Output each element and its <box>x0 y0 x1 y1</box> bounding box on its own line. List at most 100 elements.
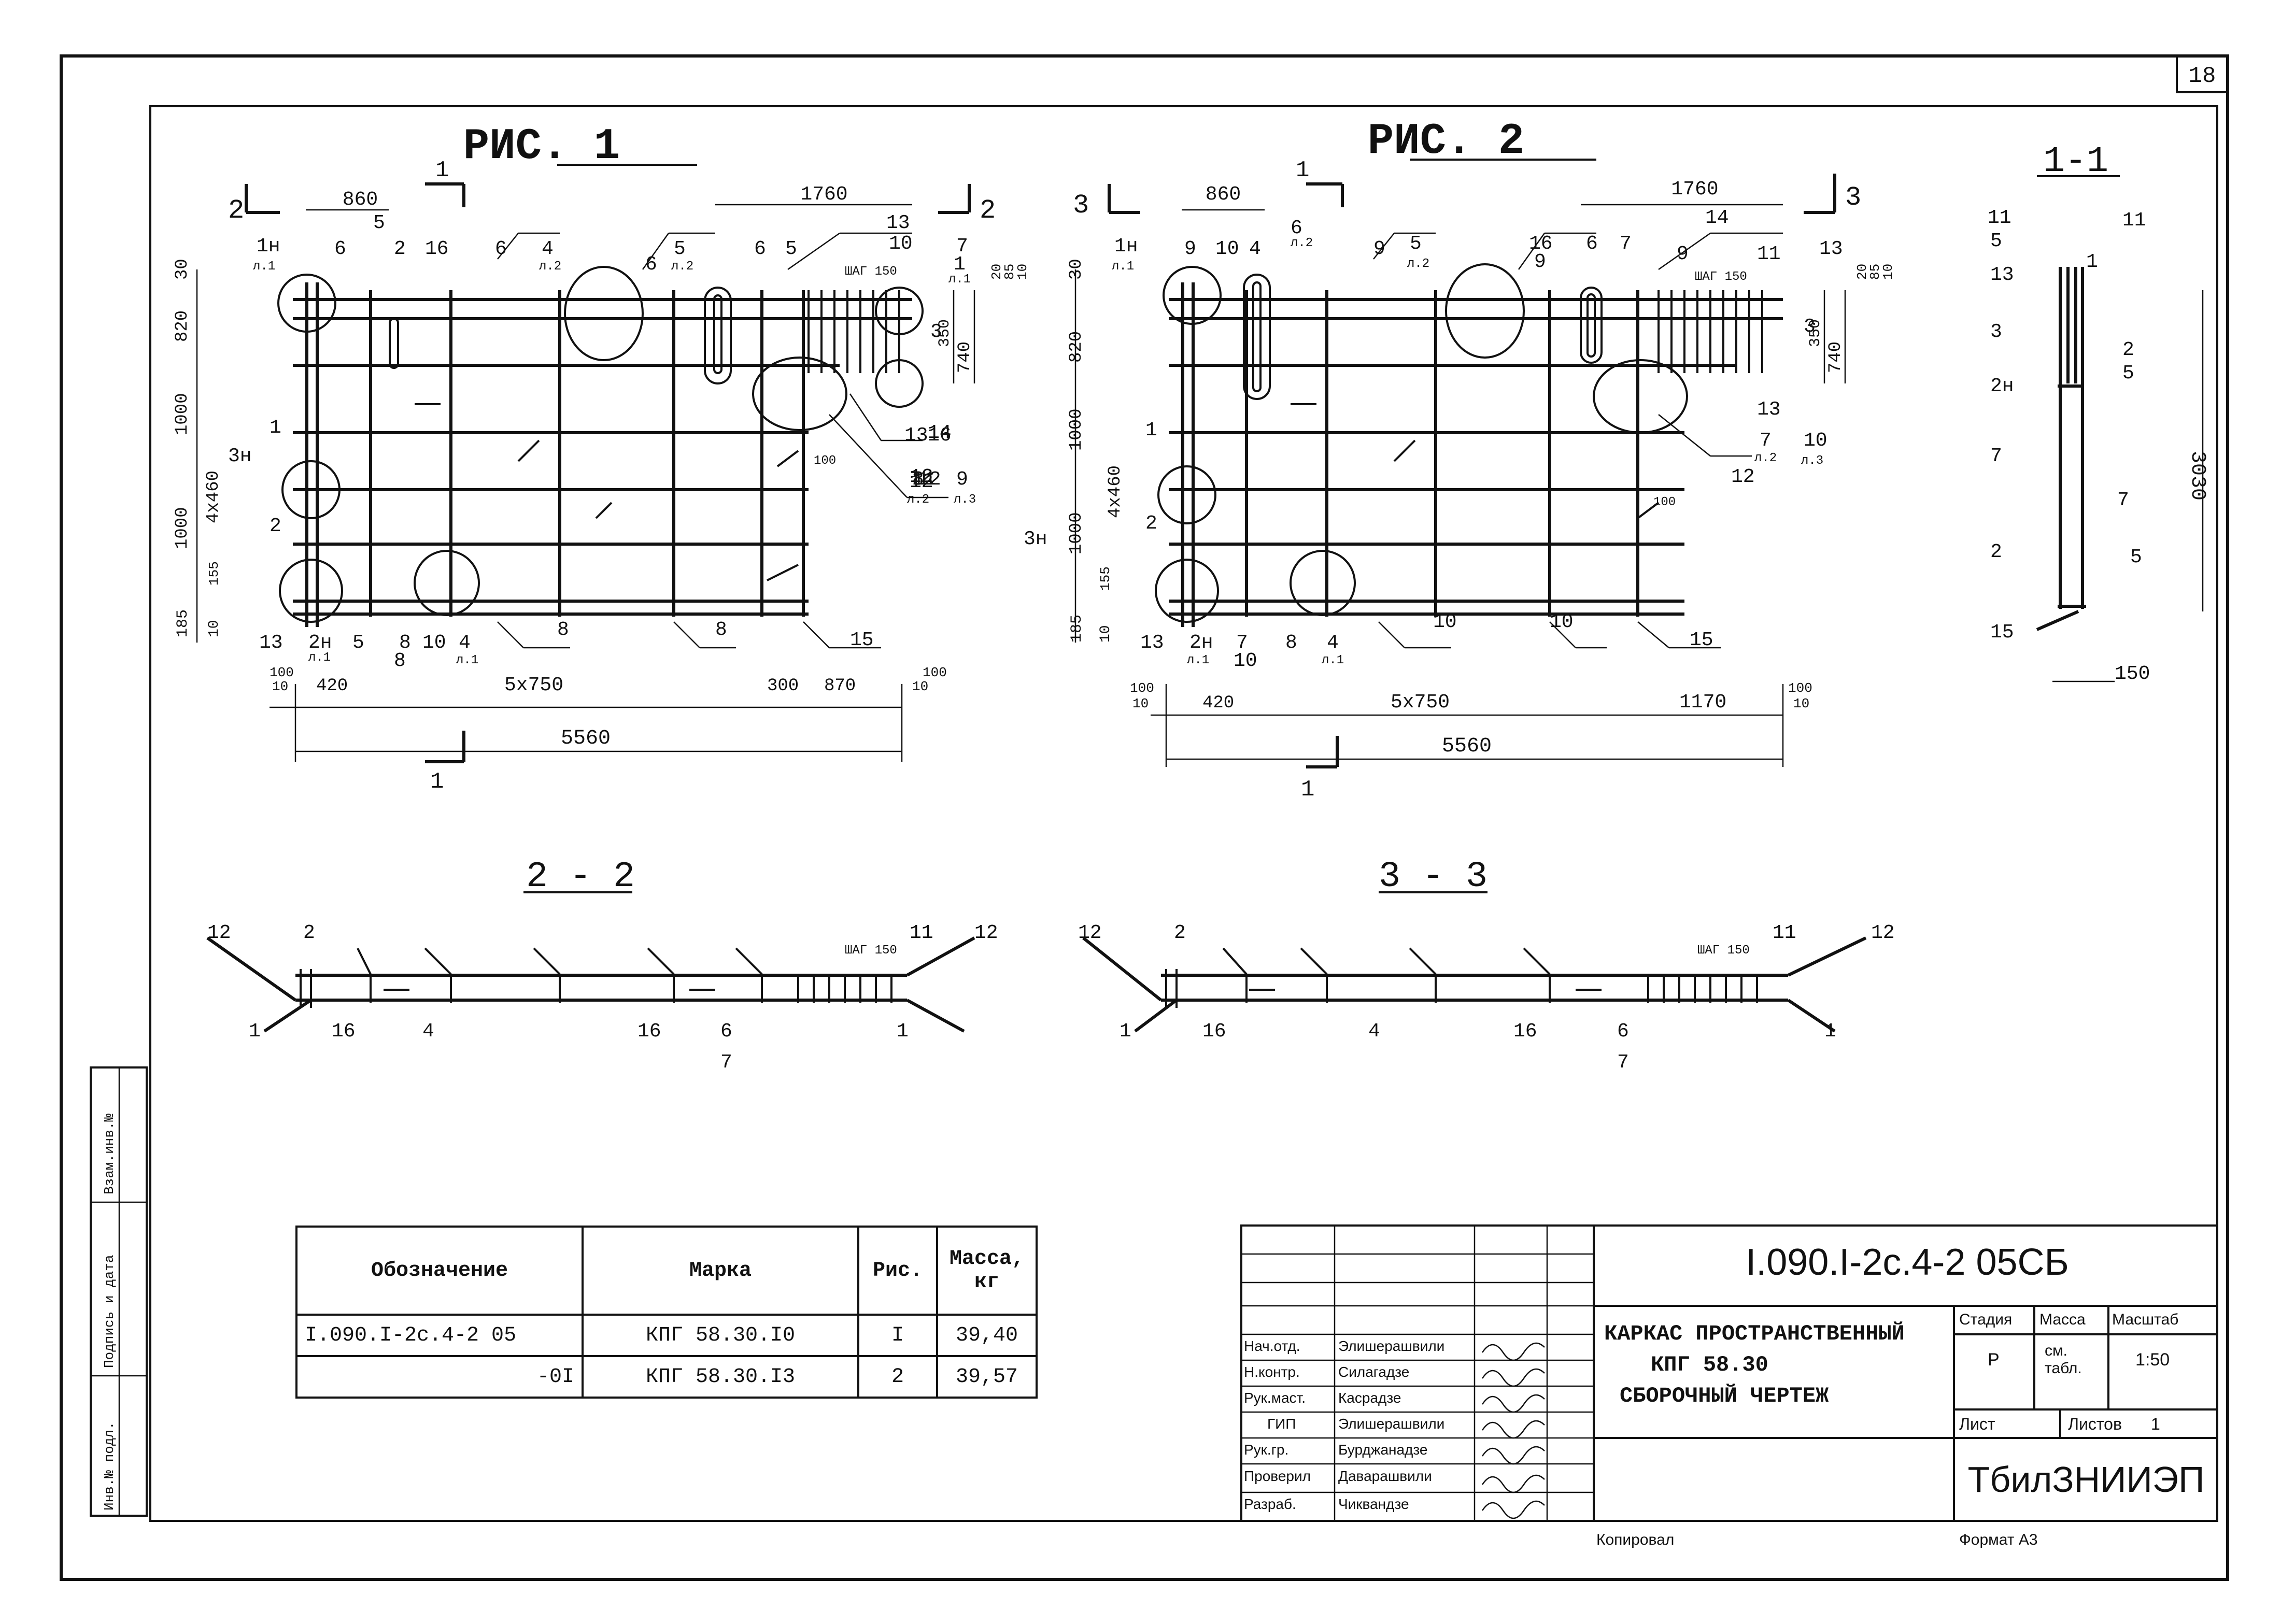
sec33-pitch: ШАГ 150 <box>1697 944 1750 958</box>
svg-text:2: 2 <box>1145 512 1157 535</box>
svg-text:16: 16 <box>1202 1020 1226 1043</box>
fig1-cut-2-left: 2 <box>228 195 244 226</box>
svg-text:6: 6 <box>1617 1020 1629 1043</box>
svg-text:л.2: л.2 <box>907 493 929 507</box>
spec-cell: -0I <box>295 1355 584 1399</box>
svg-text:л.1: л.1 <box>948 273 971 287</box>
fig2-dim-10: 10 <box>1098 625 1114 643</box>
svg-text:7: 7 <box>720 1051 732 1074</box>
svg-text:16: 16 <box>332 1020 356 1043</box>
sec33-ties <box>1165 947 1758 1008</box>
svg-text:4: 4 <box>1368 1020 1380 1043</box>
stamp-inv-podl: Инв.№ подл. <box>102 1421 117 1511</box>
svg-text:5: 5 <box>1990 230 2002 252</box>
fig2-dim-r10: 10 <box>1880 264 1896 280</box>
svg-text:6: 6 <box>495 238 507 260</box>
svg-text:9: 9 <box>1677 243 1689 265</box>
svg-text:6: 6 <box>334 238 346 260</box>
svg-text:1н: 1н <box>1114 235 1138 258</box>
sec22-pitch: ШАГ 150 <box>845 944 897 958</box>
svg-text:13: 13 <box>1757 398 1781 421</box>
svg-text:9: 9 <box>1534 251 1546 273</box>
svg-text:4: 4 <box>1249 238 1261 260</box>
svg-text:10: 10 <box>1234 650 1257 672</box>
svg-text:7: 7 <box>910 468 922 491</box>
svg-text:16: 16 <box>1513 1020 1537 1043</box>
svg-text:8: 8 <box>1285 632 1297 654</box>
svg-text:12: 12 <box>917 468 941 491</box>
svg-text:л.1: л.1 <box>1187 653 1209 667</box>
svg-text:1: 1 <box>954 253 966 276</box>
table-row: I.090.I-2c.4-2 05 КПГ 58.30.I0 I 39,40 <box>295 1314 1038 1357</box>
fig1-dim-740: 740 <box>955 341 975 373</box>
fig2-dim-1000b: 1000 <box>1067 512 1086 554</box>
svg-text:1: 1 <box>270 417 281 439</box>
organization-name: ТбилЗНИИЭП <box>1967 1459 2205 1500</box>
svg-text:л.2: л.2 <box>1291 236 1313 250</box>
figure-2: РИС. 2 <box>1024 117 1896 803</box>
svg-text:13: 13 <box>1990 264 2014 286</box>
svg-text:2: 2 <box>1990 541 2002 563</box>
fig2-dim-1170: 1170 <box>1679 691 1726 714</box>
sheet-label: Лист <box>1959 1415 1995 1433</box>
scale-header: Масштаб <box>2112 1311 2179 1328</box>
svg-text:2: 2 <box>1174 922 1186 944</box>
svg-text:7: 7 <box>1760 430 1772 452</box>
sheets-label: Листов <box>2068 1415 2122 1433</box>
fig2-cut-3-right: 3 <box>1845 182 1861 213</box>
fig1-dim-20: 20 <box>989 264 1004 280</box>
svg-text:16: 16 <box>638 1020 661 1043</box>
fig1-dim-860: 860 <box>343 189 378 211</box>
doc-title-line1: КАРКАС ПРОСТРАНСТВЕННЫЙ <box>1604 1321 1905 1346</box>
fig2-title: РИС. 2 <box>1368 117 1524 166</box>
svg-text:2н: 2н <box>308 632 332 654</box>
fig1-dim-870: 870 <box>824 676 856 696</box>
fig1-dim-r10: 10 <box>1015 264 1030 280</box>
svg-text:6: 6 <box>645 253 657 276</box>
svg-text:л.1: л.1 <box>456 653 478 667</box>
svg-text:8: 8 <box>399 632 411 654</box>
staff-name: Чиквандзе <box>1338 1496 1409 1512</box>
svg-text:3н: 3н <box>228 445 252 467</box>
svg-text:7: 7 <box>1620 233 1632 255</box>
svg-text:л.2: л.2 <box>1407 257 1429 271</box>
svg-text:7: 7 <box>1617 1051 1629 1074</box>
fig1-dim-30: 30 <box>173 259 192 280</box>
spec-cell: I <box>857 1314 938 1357</box>
format-label: Формат А3 <box>1959 1531 2038 1548</box>
fig1-title: РИС. 1 <box>463 122 620 172</box>
sec11-dims <box>2052 290 2204 682</box>
svg-text:11: 11 <box>2122 209 2146 232</box>
svg-text:л.2: л.2 <box>539 260 561 274</box>
sheet-number: 18 <box>2189 63 2216 89</box>
svg-text:2: 2 <box>394 238 406 260</box>
svg-text:л.3: л.3 <box>1801 454 1823 468</box>
svg-text:5: 5 <box>785 238 797 260</box>
staff-role: Рук.гр. <box>1244 1442 1289 1458</box>
fig2-dim-420: 420 <box>1202 693 1234 713</box>
fig2-detail-circles <box>1155 263 1688 623</box>
fig2-cut-1-bottom: 1 <box>1301 777 1314 803</box>
fig2-dim-185: 185 <box>1068 615 1086 643</box>
staff-name: Касрадзе <box>1338 1390 1401 1406</box>
sec33-title: 3 - 3 <box>1379 857 1488 898</box>
svg-text:1: 1 <box>2086 251 2098 273</box>
fig1-dim-1000b: 1000 <box>173 507 192 549</box>
spec-col-mark: Марка <box>582 1226 859 1316</box>
sec33-callouts: 12 2 11 12 1 16 4 16 6 7 1 <box>1078 922 1895 1074</box>
spec-cell: 39,40 <box>936 1314 1038 1357</box>
svg-text:3н: 3н <box>1024 528 1047 550</box>
fig2-dim-20: 20 <box>1854 264 1870 280</box>
fig2-dim-1760: 1760 <box>1671 178 1718 201</box>
scale-value: 1:50 <box>2135 1350 2170 1370</box>
svg-text:7: 7 <box>2117 489 2129 511</box>
svg-text:10: 10 <box>1215 238 1239 260</box>
staff-name: Бурджанадзе <box>1338 1442 1428 1458</box>
fig2-dim-b100: 100 <box>1130 680 1154 696</box>
fig2-dimlines <box>1074 204 1846 767</box>
sec11-dim-3030: 3030 <box>2186 451 2209 501</box>
svg-text:13: 13 <box>1819 238 1843 260</box>
svg-text:11: 11 <box>1773 922 1796 944</box>
